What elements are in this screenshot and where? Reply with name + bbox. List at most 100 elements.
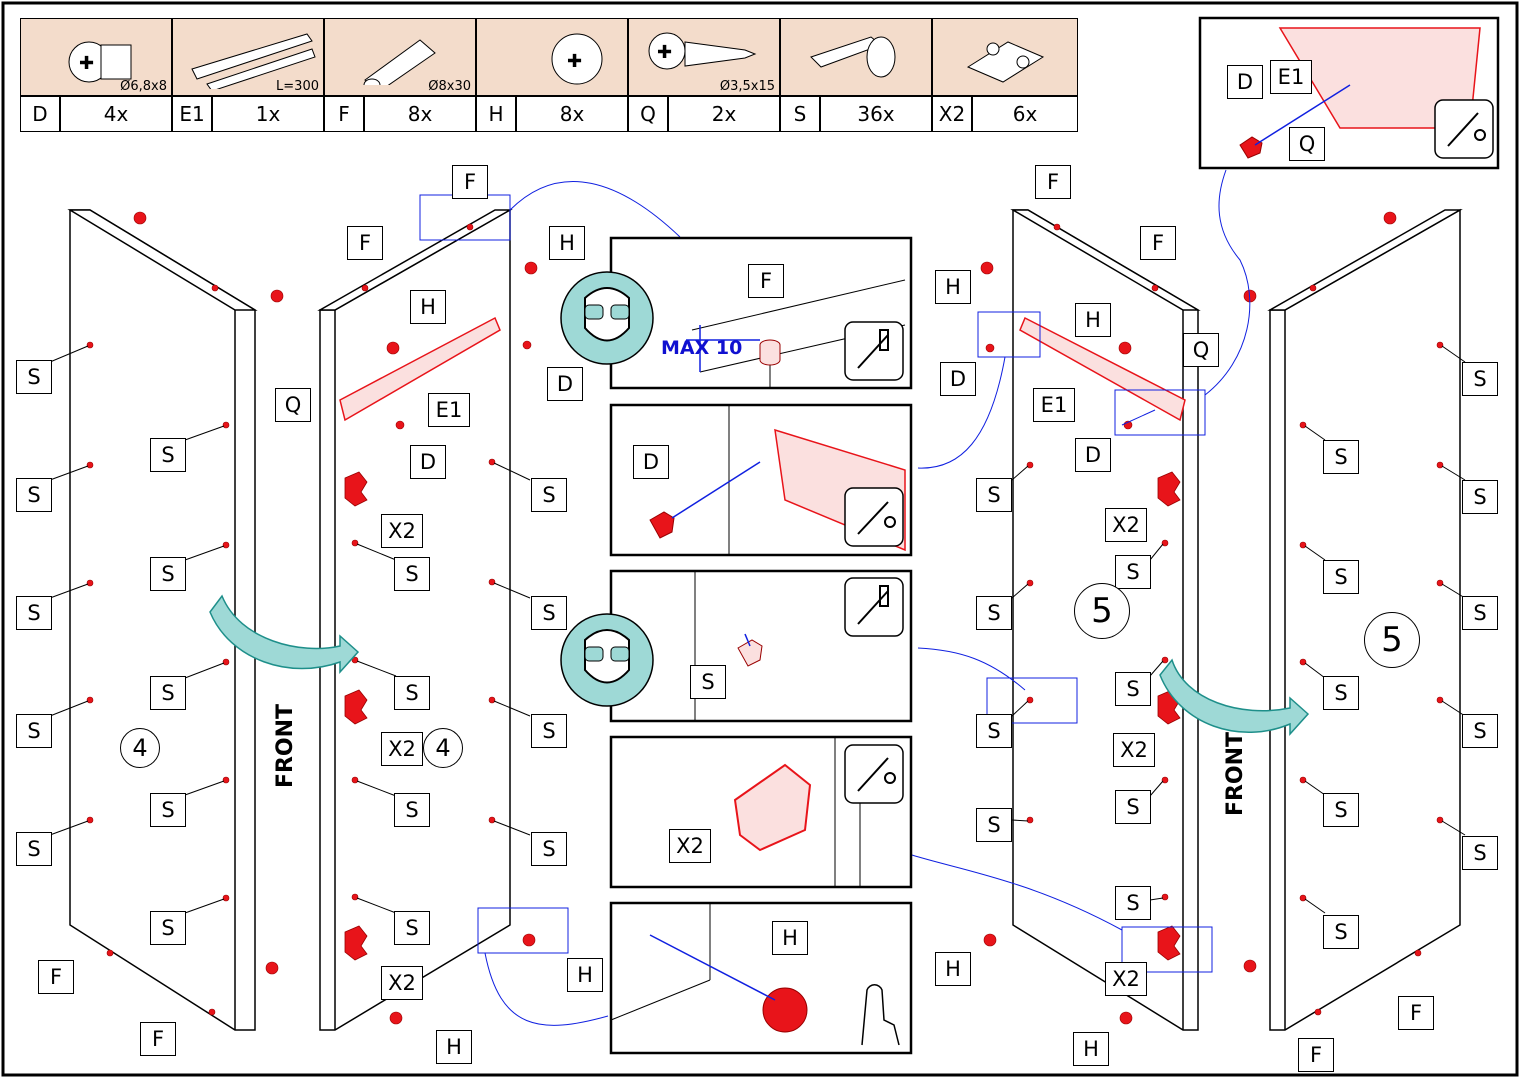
part-D-code: D	[20, 96, 60, 132]
part-Q-code: Q	[628, 96, 668, 132]
label-F: F	[347, 226, 383, 260]
screw-icon: ✚	[648, 32, 757, 70]
part-X2-code: X2	[932, 96, 972, 132]
label-S: S	[1323, 793, 1359, 827]
label-X2: X2	[1105, 962, 1147, 996]
label-X2: X2	[381, 966, 423, 1000]
part-E1-cell: L=300	[172, 18, 324, 96]
label-F: F	[748, 264, 784, 298]
part-F-code: F	[324, 96, 364, 132]
part-S-code: S	[780, 96, 820, 132]
part-Q-cell: ✚ Ø3,5x15	[628, 18, 780, 96]
part-E1-qty: 1x	[212, 96, 324, 132]
label-D: D	[1227, 65, 1263, 99]
step-number-circle: 5	[1364, 612, 1420, 668]
part-Q-qty: 2x	[668, 96, 780, 132]
label-F: F	[1035, 165, 1071, 199]
step-number-circle: 5	[1074, 583, 1130, 639]
label-H: H	[436, 1030, 472, 1064]
part-E1-size: L=300	[276, 79, 319, 94]
label-S: S	[1115, 886, 1151, 920]
part-E1-code: E1	[172, 96, 212, 132]
part-S-cell	[780, 18, 932, 96]
label-E1: E1	[1270, 60, 1312, 94]
step-number-circle: 4	[120, 728, 160, 768]
part-Q-size: Ø3,5x15	[719, 79, 775, 94]
cam-lock-icon: ✚	[551, 33, 603, 85]
label-S: S	[1323, 676, 1359, 710]
label-S: S	[394, 793, 430, 827]
label-X2: X2	[1113, 733, 1155, 767]
label-S: S	[16, 360, 52, 394]
part-X2-qty: 6x	[972, 96, 1078, 132]
label-S: S	[16, 596, 52, 630]
front-label: FRONT	[273, 703, 298, 789]
label-X2: X2	[669, 829, 711, 863]
label-D: D	[1075, 438, 1111, 472]
label-H: H	[935, 952, 971, 986]
label-S: S	[531, 832, 567, 866]
cam-dowel-icon: ✚	[68, 41, 132, 83]
part-H-qty: 8x	[516, 96, 628, 132]
svg-text:✚: ✚	[79, 53, 94, 74]
label-F: F	[1398, 996, 1434, 1030]
label-H: H	[410, 290, 446, 324]
label-X2: X2	[381, 514, 423, 548]
label-S: S	[150, 676, 186, 710]
label-D: D	[940, 362, 976, 396]
part-D-cell: ✚ Ø6,8x8	[20, 18, 172, 96]
label-S: S	[976, 596, 1012, 630]
label-H: H	[772, 921, 808, 955]
label-S: S	[16, 832, 52, 866]
label-S: S	[1115, 790, 1151, 824]
max-depth-annotation: MAX 10	[661, 337, 743, 359]
label-S: S	[16, 714, 52, 748]
part-F-qty: 8x	[364, 96, 476, 132]
part-X2-cell	[932, 18, 1078, 96]
label-H: H	[549, 226, 585, 260]
label-X2: X2	[381, 732, 423, 766]
safety-goggles-icon-2	[560, 613, 654, 707]
label-E1: E1	[1033, 388, 1075, 422]
part-D-size: Ø6,8x8	[120, 79, 167, 94]
part-F-size: Ø8x30	[428, 79, 471, 94]
label-S: S	[150, 438, 186, 472]
label-S: S	[976, 808, 1012, 842]
part-S-qty: 36x	[820, 96, 932, 132]
label-S: S	[531, 714, 567, 748]
label-H: H	[1073, 1032, 1109, 1066]
label-H: H	[1075, 303, 1111, 337]
label-F: F	[1298, 1038, 1334, 1072]
right-side-panel	[1267, 208, 1463, 1031]
shelf-pin-icon	[810, 36, 896, 78]
parts-list: ✚ Ø6,8x8 L=300 Ø8x30 ✚ ✚ Ø3,5x15 D 4x E1…	[20, 18, 1078, 132]
left-side-panel	[67, 209, 258, 1031]
label-Q: Q	[275, 388, 311, 422]
label-S: S	[1462, 836, 1498, 870]
label-Q: Q	[1289, 127, 1325, 161]
label-S: S	[976, 478, 1012, 512]
label-F: F	[38, 960, 74, 994]
label-S: S	[690, 665, 726, 699]
label-F: F	[140, 1022, 176, 1056]
label-S: S	[1115, 672, 1151, 706]
label-S: S	[1323, 915, 1359, 949]
front-label: FRONT	[1223, 731, 1248, 817]
label-X2: X2	[1105, 508, 1147, 542]
label-E1: E1	[428, 393, 470, 427]
label-S: S	[394, 676, 430, 710]
safety-goggles-icon-1	[560, 271, 654, 365]
label-S: S	[1323, 440, 1359, 474]
label-D: D	[633, 445, 669, 479]
label-S: S	[1462, 362, 1498, 396]
label-S: S	[531, 596, 567, 630]
label-Q: Q	[1183, 333, 1219, 367]
wood-dowel-icon	[363, 39, 436, 85]
part-D-qty: 4x	[60, 96, 172, 132]
label-F: F	[1140, 226, 1176, 260]
svg-text:✚: ✚	[567, 51, 582, 72]
hand-push-icon	[861, 984, 900, 1046]
label-S: S	[976, 714, 1012, 748]
